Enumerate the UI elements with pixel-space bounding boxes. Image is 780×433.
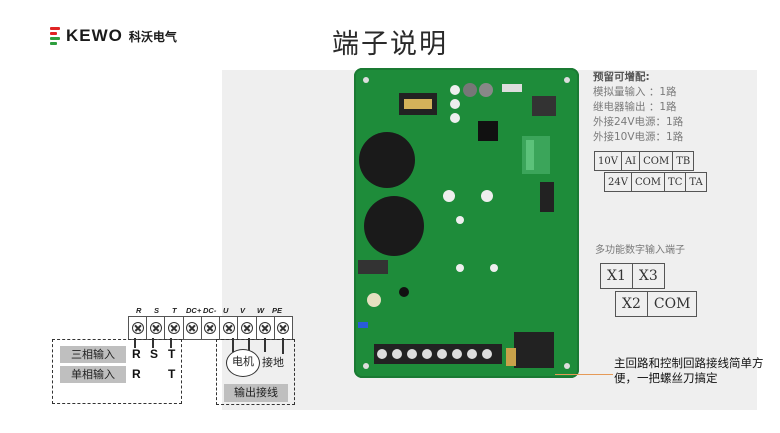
digital-input-row-2: X2 COM bbox=[615, 291, 698, 317]
terminal-screw[interactable] bbox=[220, 317, 239, 339]
optional-io-item: 外接10V电源：1路 bbox=[593, 131, 684, 143]
digital-input-row-1: X1 X3 bbox=[600, 263, 665, 289]
terminal-screw[interactable] bbox=[202, 317, 221, 339]
screw-icon bbox=[204, 322, 217, 334]
single-phase-r: R bbox=[132, 367, 141, 381]
circuit-board-image bbox=[354, 68, 579, 378]
brand-name-cn: 科沃电气 bbox=[128, 29, 177, 44]
terminal-label: AI bbox=[620, 151, 641, 171]
motor-symbol: 电机 bbox=[226, 349, 260, 377]
terminal-label: 10V bbox=[594, 151, 622, 171]
wire-pe bbox=[282, 338, 284, 354]
terminal-screw[interactable] bbox=[257, 317, 275, 339]
three-phase-t: T bbox=[168, 347, 176, 361]
terminal-label: S bbox=[154, 306, 160, 315]
terminal-screw[interactable] bbox=[147, 317, 166, 339]
wire-u bbox=[232, 338, 234, 352]
digital-input-title: 多功能数字输入端子 bbox=[595, 245, 685, 256]
page-title: 端子说明 bbox=[332, 29, 448, 60]
ground-label: 接地 bbox=[262, 356, 284, 369]
terminal-label: TC bbox=[664, 172, 687, 192]
terminal-label: U bbox=[223, 306, 229, 315]
terminal-label: X1 bbox=[600, 263, 633, 289]
terminal-label: DC+ bbox=[186, 306, 202, 315]
three-phase-s: S bbox=[150, 347, 159, 361]
wire-s bbox=[152, 338, 154, 348]
optional-io-heading: 预留可增配: bbox=[593, 71, 650, 83]
single-phase-label: 单相输入 bbox=[60, 366, 126, 383]
terminal-label: X2 bbox=[615, 291, 648, 317]
wire-t bbox=[170, 338, 172, 348]
screw-icon bbox=[186, 322, 199, 334]
terminal-label: 24V bbox=[604, 172, 632, 192]
optional-io-info: 预留可增配: 模拟量输入 ：1路 继电器输出 ：1路 外接24V电源：1路 外接… bbox=[593, 70, 683, 145]
terminal-label: TA bbox=[685, 172, 707, 192]
terminal-label: TB bbox=[672, 151, 695, 171]
pointer-line bbox=[555, 374, 613, 375]
wire-w bbox=[264, 338, 266, 352]
brand-logo: KEWO 科沃电气 bbox=[50, 26, 177, 46]
wire-r bbox=[134, 338, 136, 348]
screw-icon bbox=[149, 322, 162, 334]
optional-io-item: 继电器输出 ：1路 bbox=[593, 101, 677, 113]
three-phase-r: R bbox=[132, 347, 141, 361]
screw-icon bbox=[259, 322, 272, 334]
terminal-label: COM bbox=[630, 172, 666, 192]
optional-io-item: 外接24V电源：1路 bbox=[593, 116, 684, 128]
terminal-label: T bbox=[172, 306, 177, 315]
terminal-label-row: R S T DC+ DC- U V W PE bbox=[130, 306, 290, 316]
power-terminal-block bbox=[128, 316, 293, 340]
control-terminal-row-1: 10V AI COM TB bbox=[594, 151, 695, 171]
brand-name: KEWO bbox=[66, 26, 123, 45]
screw-icon bbox=[168, 322, 181, 334]
terminal-label: COM bbox=[646, 291, 698, 317]
terminal-label: W bbox=[257, 306, 265, 315]
terminal-screw[interactable] bbox=[165, 317, 184, 339]
terminal-screw[interactable] bbox=[184, 317, 202, 339]
screw-icon bbox=[131, 322, 144, 334]
output-wiring-label: 输出接线 bbox=[224, 384, 288, 402]
screw-icon bbox=[222, 322, 235, 334]
logo-mark-icon bbox=[50, 27, 60, 45]
screw-icon bbox=[240, 322, 253, 334]
control-terminal-row-2: 24V COM TC TA bbox=[604, 172, 707, 192]
three-phase-label: 三相输入 bbox=[60, 346, 126, 363]
terminal-screw[interactable] bbox=[129, 317, 148, 339]
terminal-screw[interactable] bbox=[275, 317, 292, 339]
input-wiring-box bbox=[52, 339, 182, 404]
wire-v bbox=[248, 338, 250, 352]
terminal-label: X3 bbox=[631, 263, 665, 289]
single-phase-t: T bbox=[168, 367, 176, 381]
terminal-label: V bbox=[240, 306, 246, 315]
terminal-label: DC- bbox=[203, 306, 217, 315]
terminal-label: PE bbox=[272, 306, 283, 315]
output-wiring-box bbox=[216, 339, 295, 405]
terminal-label: COM bbox=[639, 151, 674, 171]
screw-icon bbox=[277, 322, 290, 334]
circuit-board-drawing bbox=[358, 77, 570, 369]
terminal-screw[interactable] bbox=[238, 317, 257, 339]
terminal-label: R bbox=[136, 306, 142, 315]
main-circuit-note: 主回路和控制回路接线简单方便，一把螺丝刀搞定 bbox=[614, 356, 764, 385]
optional-io-item: 模拟量输入 ：1路 bbox=[593, 86, 677, 98]
